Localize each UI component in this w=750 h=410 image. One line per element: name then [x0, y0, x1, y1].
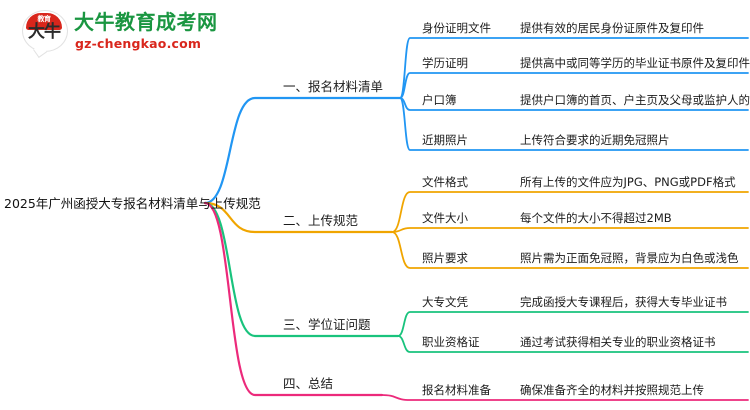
mindmap-leaf-key-3-2[interactable]: 职业资格证 — [422, 335, 480, 349]
mindmap-leaf-value-1-1[interactable]: 提供有效的居民身份证原件及复印件 — [520, 21, 704, 35]
mindmap-leaf-value-2-3[interactable]: 照片需为正面免冠照，背景应为白色或浅色 — [520, 251, 739, 265]
mindmap-leaf-value-1-3[interactable]: 提供户口簿的首页、户主页及父母或监护人的相关信息 — [520, 93, 750, 107]
mindmap-leaf-value-3-1[interactable]: 完成函授大专课程后，获得大专毕业证书 — [520, 295, 727, 309]
mindmap-leaf-key-3-1[interactable]: 大专文凭 — [422, 295, 468, 309]
mindmap-leaf-key-2-1[interactable]: 文件格式 — [422, 175, 468, 189]
mindmap-leaf-key-1-2[interactable]: 学历证明 — [422, 56, 468, 70]
mindmap-leaf-key-1-3[interactable]: 户口簿 — [422, 93, 457, 107]
mindmap-leaf-value-1-2[interactable]: 提供高中或同等学历的毕业证书原件及复印件 — [520, 56, 750, 70]
mindmap-branch-label-4[interactable]: 四、总结 — [283, 376, 334, 391]
mindmap-root-label[interactable]: 2025年广州函授大专报名材料清单与上传规范 — [4, 196, 261, 211]
mindmap-branch-label-1[interactable]: 一、报名材料清单 — [283, 79, 384, 94]
mindmap-leaf-key-2-3[interactable]: 照片要求 — [422, 251, 468, 265]
mindmap-leaf-key-1-1[interactable]: 身份证明文件 — [422, 21, 491, 35]
mindmap-leaf-key-2-2[interactable]: 文件大小 — [422, 211, 468, 225]
logo-title: 大牛教育成考网 — [74, 10, 218, 34]
mindmap-branch-label-3[interactable]: 三、学位证问题 — [283, 317, 371, 332]
site-logo: 教育 大牛 大牛教育成考网 gz-chengkao.com — [22, 8, 217, 58]
logo-cap-label: 教育 — [37, 15, 52, 23]
logo-badge-icon: 教育 大牛 — [22, 10, 68, 54]
mindmap-leaf-key-1-4[interactable]: 近期照片 — [422, 133, 468, 147]
mindmap-leaf-value-2-2[interactable]: 每个文件的大小不得超过2MB — [520, 211, 672, 225]
mindmap-leaf-value-3-2[interactable]: 通过考试获得相关专业的职业资格证书 — [520, 335, 716, 349]
mindmap-branch-label-2[interactable]: 二、上传规范 — [283, 213, 359, 228]
mindmap-leaf-value-4-1[interactable]: 确保准备齐全的材料并按照规范上传 — [520, 383, 704, 397]
logo-domain: gz-chengkao.com — [75, 36, 202, 51]
logo-badge-char: 大牛 — [28, 22, 61, 42]
mindmap-leaf-key-4-1[interactable]: 报名材料准备 — [422, 383, 491, 397]
red-cap-shape — [26, 13, 62, 30]
mindmap-leaf-value-1-4[interactable]: 上传符合要求的近期免冠照片 — [520, 133, 670, 147]
mindmap-leaf-value-2-1[interactable]: 所有上传的文件应为JPG、PNG或PDF格式 — [520, 175, 736, 189]
